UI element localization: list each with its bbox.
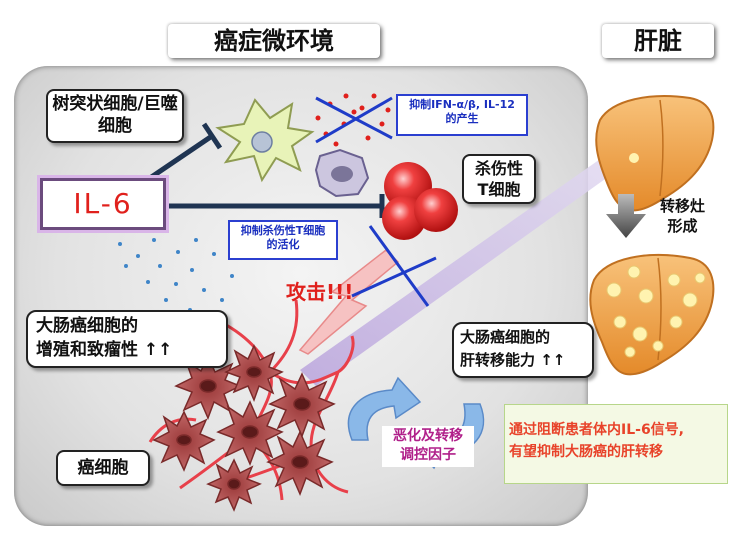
- metastasis-ability-label: 大肠癌细胞的 肝转移能力 ↑↑: [452, 322, 594, 378]
- attack-arrow: [298, 249, 400, 355]
- cytokine-dots: [315, 93, 391, 147]
- cancer-cells: [152, 344, 336, 512]
- killer-t-line2: T细胞: [477, 180, 521, 199]
- dendritic-label-text: 树突状细胞/巨噬细胞: [52, 94, 178, 136]
- suppress-ifn-line1: 抑制IFN-α/β, IL-12: [409, 98, 515, 111]
- suppress-ifn-line2: 的产生: [445, 112, 479, 125]
- factors-line1: 恶化及转移: [393, 428, 463, 444]
- microenvironment-title: 癌症微环境: [168, 24, 380, 58]
- cancer-cells-label: 癌细胞: [56, 450, 150, 486]
- conclusion-box: 通过阻断患者体内IL-6信号, 有望抑制大肠癌的肝转移: [504, 404, 728, 484]
- metastasis-formation-line1: 转移灶: [660, 197, 706, 215]
- attack-text: 攻击!!!: [286, 280, 354, 304]
- suppress-killer-label: 抑制杀伤性T细胞 的活化: [228, 220, 338, 260]
- suppress-ifn-label: 抑制IFN-α/β, IL-12 的产生: [396, 94, 528, 136]
- liver-healthy-icon: [595, 95, 715, 212]
- factors-label: 恶化及转移 调控因子: [382, 426, 474, 467]
- suppress-killer-line2: 的活化: [266, 238, 300, 251]
- liver-title: 肝脏: [602, 24, 714, 58]
- il6-box: IL-6: [40, 178, 166, 230]
- macrophage-cell: [314, 148, 370, 198]
- metastasis-beam: [300, 124, 668, 386]
- proliferation-label: 大肠癌细胞的 增殖和致瘤性 ↑↑: [26, 310, 228, 368]
- metastasis-line2: 肝转移能力 ↑↑: [460, 351, 566, 369]
- dendritic-label: 树突状细胞/巨噬细胞: [46, 89, 184, 143]
- cross-ifn-icon: [315, 96, 393, 144]
- proliferation-line2: 增殖和致瘤性 ↑↑: [36, 340, 173, 360]
- liver-metastasis-icon: [589, 253, 715, 376]
- metastasis-formation-line2: 形成: [667, 217, 698, 235]
- killer-t-line1: 杀伤性: [474, 159, 523, 178]
- conclusion-line2: 有望抑制大肠癌的肝转移: [509, 444, 663, 460]
- proliferation-line1: 大肠癌细胞的: [36, 316, 138, 336]
- killer-t-label: 杀伤性 T细胞: [462, 154, 536, 204]
- down-arrow: [606, 194, 646, 238]
- conclusion-line1: 通过阻断患者体内IL-6信号,: [509, 422, 684, 438]
- metastasis-line1: 大肠癌细胞的: [460, 328, 551, 346]
- killer-t-cells: [382, 162, 458, 240]
- cross-attack-icon: [351, 225, 437, 307]
- inhibit-dendritic-line: [148, 133, 214, 181]
- metastasis-formation-label: 转移灶 形成: [660, 196, 705, 236]
- factors-line2: 调控因子: [400, 447, 456, 463]
- suppress-killer-line1: 抑制杀伤性T细胞: [240, 224, 326, 237]
- dendritic-cell: [215, 98, 315, 183]
